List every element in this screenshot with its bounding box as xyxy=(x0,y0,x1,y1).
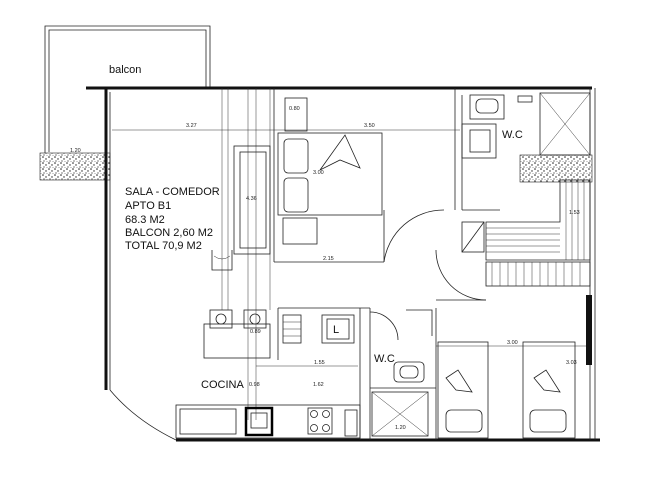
balcony-planter-left xyxy=(39,152,111,181)
dim-3-27: 3.27 xyxy=(186,123,197,129)
dim-1-53: 1.53 xyxy=(569,210,580,216)
kitchen-label: COCINA xyxy=(201,379,244,391)
bed-top xyxy=(277,132,383,245)
dim-3-00-bedroom: 3.00 xyxy=(507,340,518,346)
balcony-area-label: BALCON 2,60 M2 xyxy=(125,227,213,239)
dim-4-36: 4.36 xyxy=(246,196,257,202)
living-label-block: SALA - COMEDOR APTO B1 68.3 M2 BALCON 2,… xyxy=(125,186,220,252)
stove xyxy=(307,407,333,435)
sink xyxy=(244,406,274,437)
dim-0-80: 0.80 xyxy=(289,106,300,112)
area-label: 68.3 M2 xyxy=(125,214,165,226)
window-right xyxy=(586,295,592,365)
living-room-label: SALA - COMEDOR xyxy=(125,186,220,198)
dim-0-89: 0.89 xyxy=(250,329,261,335)
stairs xyxy=(461,179,591,287)
structure-lines xyxy=(221,88,500,420)
balcony-label: balcon xyxy=(109,64,141,76)
wc-bottom: W.C xyxy=(370,308,437,440)
dim-1-20: 1.20 xyxy=(70,148,81,154)
dining-table xyxy=(203,309,271,359)
dim-1-20-wc: 1.20 xyxy=(395,425,406,431)
wc-top-label: W.C xyxy=(502,129,523,141)
planter-right xyxy=(519,154,593,183)
sofa xyxy=(211,145,271,271)
dim-3-00-bed: 3.00 xyxy=(313,170,324,176)
balcony xyxy=(39,25,211,181)
dim-1-55: 1.55 xyxy=(314,360,325,366)
dim-2-15: 2.15 xyxy=(323,256,334,262)
wc-top: W.C xyxy=(461,92,591,159)
apt-label: APTO B1 xyxy=(125,200,171,212)
laundry-label: L xyxy=(333,324,339,336)
dim-3-03: 3.03 xyxy=(566,360,577,366)
doors-top xyxy=(383,209,487,301)
window-box xyxy=(284,97,308,132)
dim-0-98: 0.98 xyxy=(249,382,260,388)
kitchen: L COCINA xyxy=(175,307,399,440)
dim-1-62: 1.62 xyxy=(313,382,324,388)
bedroom-bottom xyxy=(437,295,592,439)
dimension-lines: 3.27 3.50 1.20 0.80 4.36 3.00 2.15 1.53 … xyxy=(70,106,590,431)
exterior-walls xyxy=(104,86,600,442)
total-area-label: TOTAL 70,9 M2 xyxy=(125,240,202,252)
dim-3-50: 3.50 xyxy=(364,123,375,129)
wc-bottom-label: W.C xyxy=(374,353,395,365)
